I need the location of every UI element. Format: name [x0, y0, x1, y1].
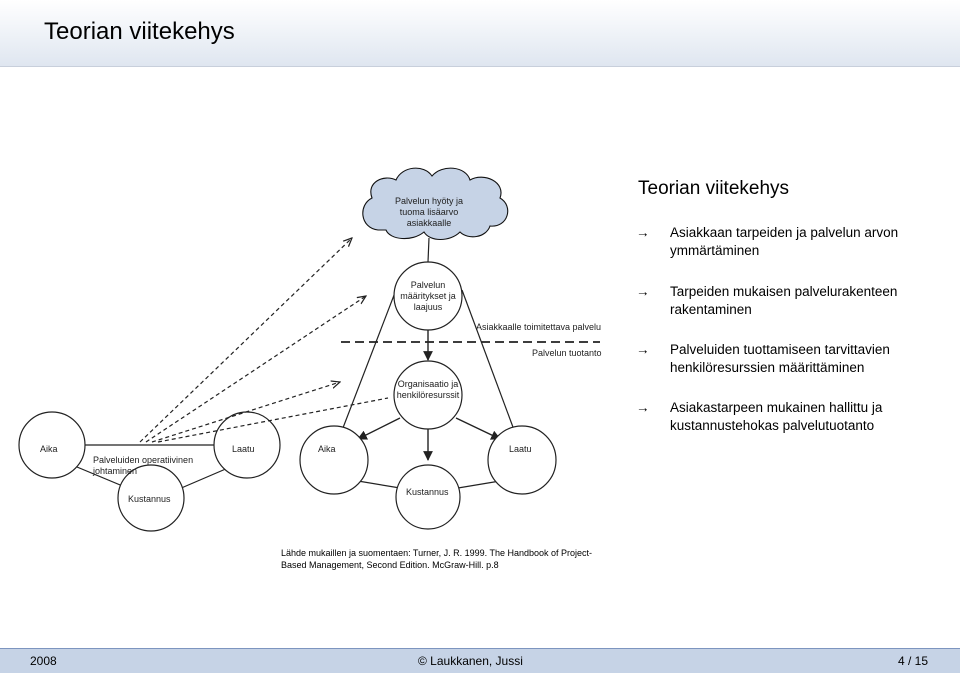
footer-page-number: 4 / 15 — [898, 654, 929, 668]
content-title: Teorian viitekehys — [638, 178, 790, 199]
source-citation: Lähde mukaillen ja suomentaen: Turner, J… — [281, 547, 601, 571]
organisation-label: Organisaatio ja henkilöresurssit — [396, 379, 460, 400]
value-cloud-shape — [362, 167, 509, 241]
arrow-right-icon: → — [636, 400, 650, 415]
definition-label: Palvelun määritykset ja laajuus — [400, 280, 456, 312]
slide-title: Teorian viitekehys — [44, 18, 235, 45]
operational-mgmt-label: Palveluiden operatiivinen johtaminen — [93, 455, 194, 476]
slide-footer: 2008 © Laukkanen, Jussi 4 / 15 — [0, 648, 960, 673]
bullet-4: → Asiakastarpeen mukainen hallittu ja ku… — [636, 399, 936, 435]
service-production-label: Palvelun tuotanto — [532, 348, 602, 358]
left-cost-label: Kustannus — [128, 494, 171, 504]
center-cost-label: Kustannus — [406, 487, 449, 497]
organisation-circle — [393, 360, 463, 430]
delivered-service-label: Asiakkaalle toimitettava palvelu — [476, 322, 602, 332]
arrow-right-icon: → — [636, 284, 650, 299]
arrow-org-to-quality — [455, 417, 501, 440]
left-quality-label: Laatu — [232, 444, 255, 454]
dashed-arrow-to-cloud — [139, 238, 352, 443]
cloud-connector — [427, 237, 430, 263]
arrow-right-icon: → — [636, 225, 650, 240]
dashed-arrow-to-organisation — [151, 382, 340, 443]
bullet-1-text: Asiakkaan tarpeiden ja palvelun arvon ym… — [670, 225, 899, 258]
bullet-1: → Asiakkaan tarpeiden ja palvelun arvon … — [636, 224, 936, 260]
center-time-circle — [299, 425, 369, 495]
arrow-org-to-time — [357, 417, 401, 440]
center-time-label: Aika — [318, 444, 336, 454]
bullet-3: → Palveluiden tuottamiseen tarvittavien … — [636, 341, 936, 377]
bullet-2: → Tarpeiden mukaisen palvelurakenteen ra… — [636, 283, 936, 319]
bullet-3-text: Palveluiden tuottamiseen tarvittavien he… — [670, 342, 890, 375]
left-time-circle — [18, 411, 86, 479]
center-quality-label: Laatu — [509, 444, 532, 454]
source-line-2: Based Management, Second Edition. McGraw… — [281, 560, 499, 570]
footer-year: 2008 — [30, 654, 57, 668]
left-time-label: Aika — [40, 444, 58, 454]
left-cost-circle — [117, 464, 185, 532]
arrow-right-icon: → — [636, 342, 650, 357]
center-cost-circle — [395, 464, 461, 530]
source-line-1: Lähde mukaillen ja suomentaen: Turner, J… — [281, 548, 593, 558]
triangle-left-edge — [335, 289, 397, 447]
cloud-label: Palvelun hyöty ja tuoma lisäarvo asiakka… — [394, 196, 464, 228]
slide-header: Teorian viitekehys — [0, 0, 960, 67]
definition-circle — [393, 261, 463, 331]
triangle-right-edge — [461, 289, 521, 447]
footer-author: © Laukkanen, Jussi — [418, 654, 523, 668]
center-quality-circle — [487, 425, 557, 495]
bullet-4-text: Asiakastarpeen mukainen hallittu ja kust… — [670, 400, 883, 433]
dashed-arrow-to-definition — [145, 296, 366, 443]
bullet-2-text: Tarpeiden mukaisen palvelurakenteen rake… — [670, 284, 898, 317]
